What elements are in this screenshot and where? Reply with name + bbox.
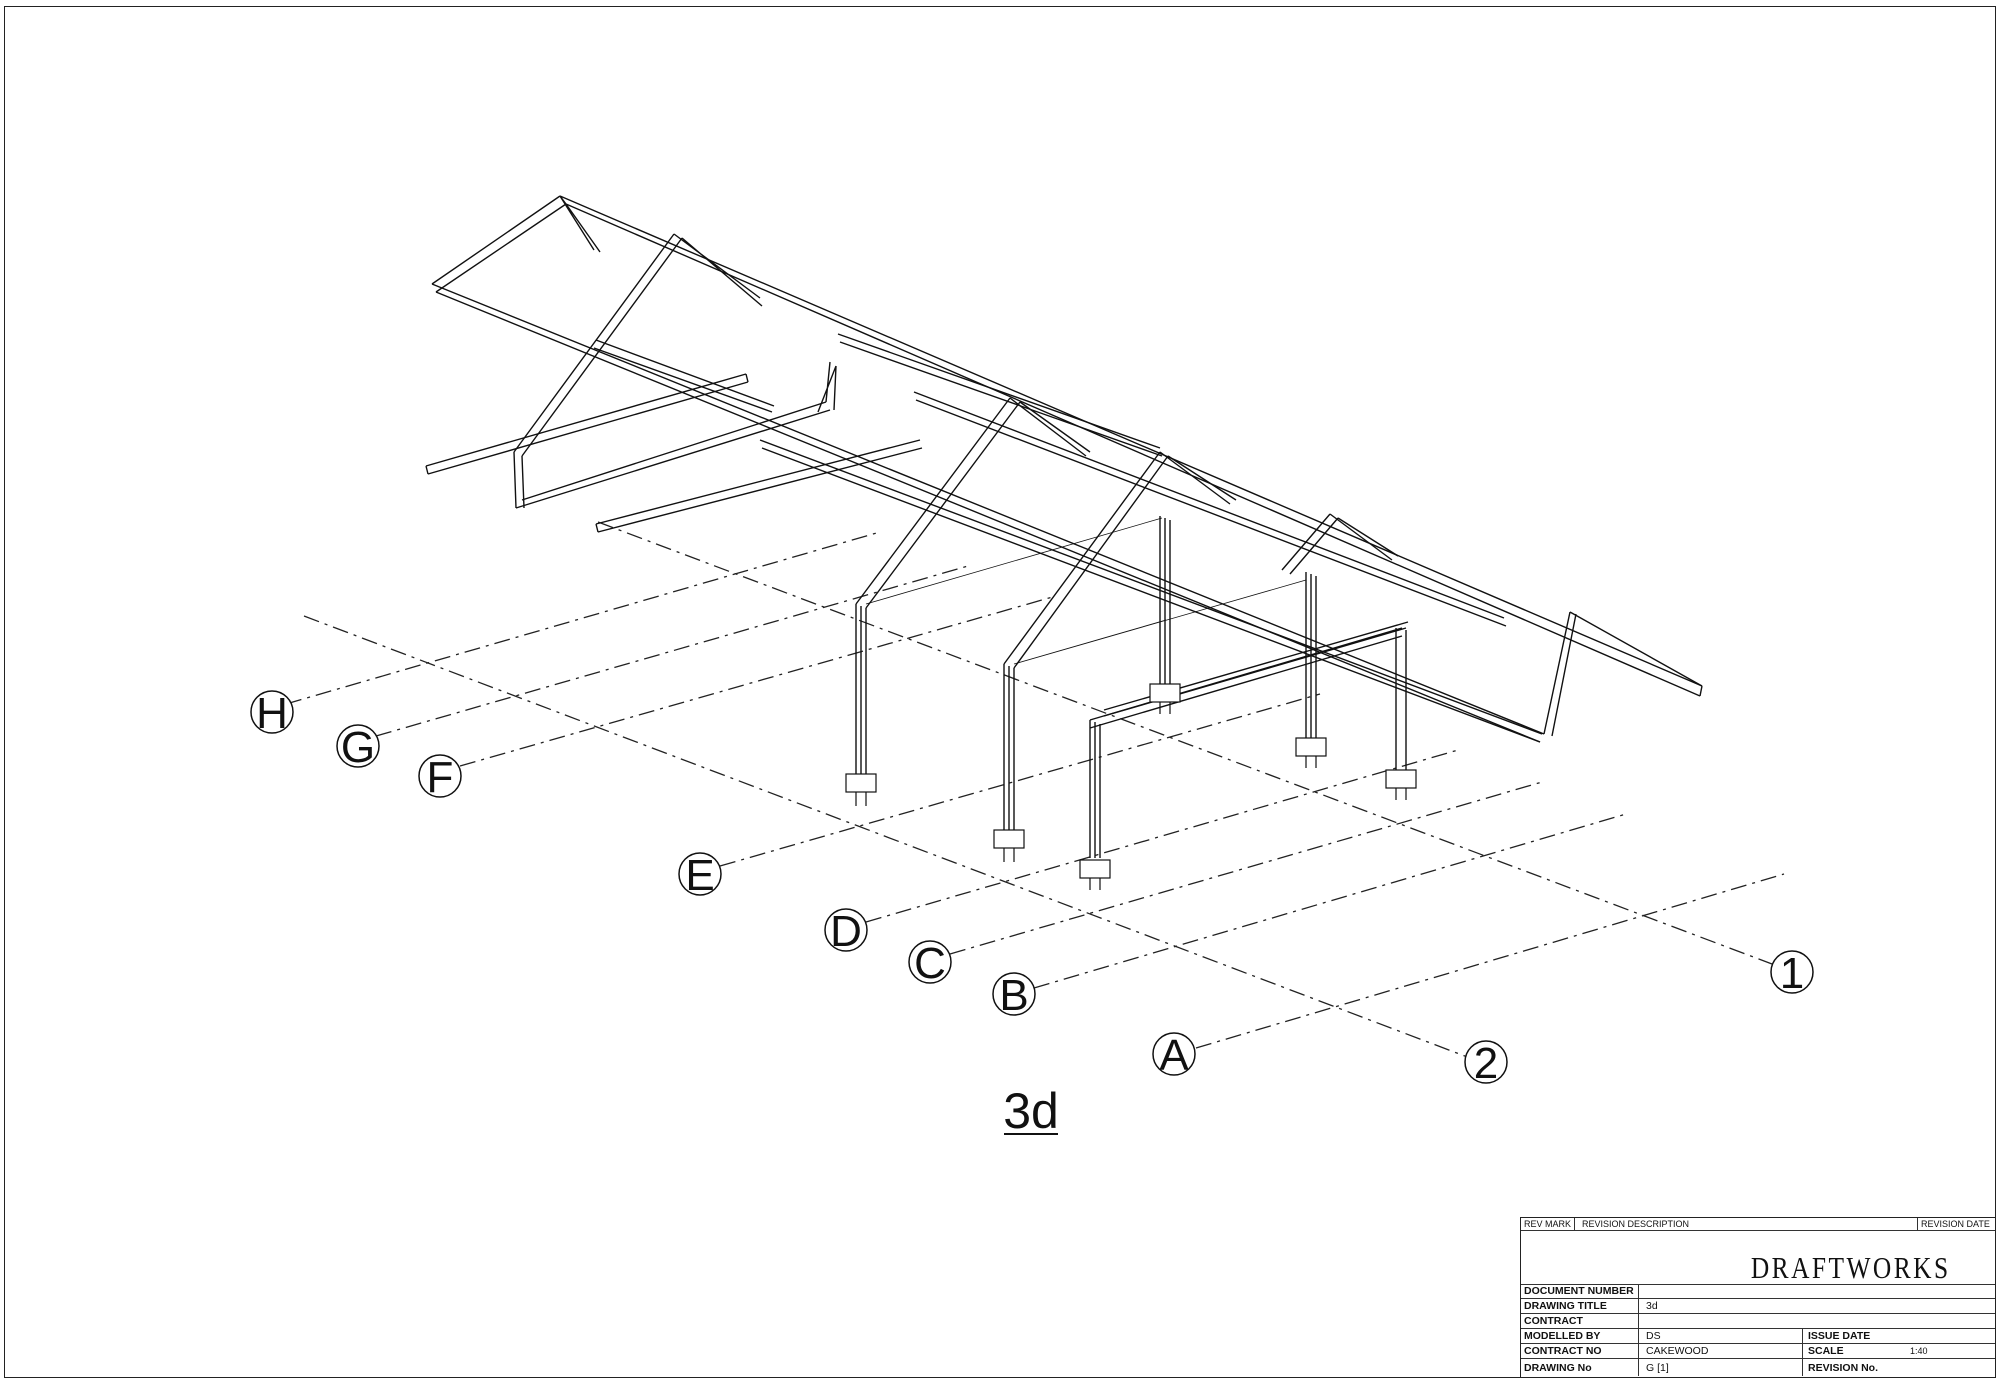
view-title: 3d <box>1003 1083 1059 1139</box>
rafter-4-brace <box>1329 513 1399 561</box>
grid-bubble-c <box>908 940 952 984</box>
grid-line-2 <box>303 615 1471 1059</box>
grid-label-a: A <box>1159 1031 1189 1080</box>
ridge-beam <box>559 195 1703 697</box>
revision-no-label: REVISION No. <box>1808 1361 1879 1374</box>
rafter-2-brace <box>1009 397 1091 457</box>
scale-value: 1:40 <box>1910 1346 1928 1356</box>
logo-divider <box>1521 1284 1995 1285</box>
base-plate-d1 <box>993 829 1025 849</box>
grid-line-g <box>375 565 969 737</box>
rafter-4 <box>1281 513 1339 575</box>
knee-frame <box>513 361 837 509</box>
grid-label-1: 1 <box>1780 949 1804 998</box>
grid-lines <box>285 521 1785 1059</box>
grid-line-c <box>949 781 1543 955</box>
eaves-lines <box>865 517 1307 665</box>
column-e2 <box>1159 516 1171 686</box>
grid-bubbles <box>250 690 1814 1084</box>
contract-label: CONTRACT <box>1521 1314 1639 1328</box>
grid-bubble-g <box>336 724 380 768</box>
revision-description-header: REVISION DESCRIPTION <box>1582 1219 1690 1229</box>
drawing-title-value: 3d <box>1646 1300 1658 1312</box>
grid-label-f: F <box>427 753 454 802</box>
rafter-1 <box>513 233 683 457</box>
column-bases <box>845 683 1417 890</box>
anchor-bolts <box>855 702 1407 890</box>
purlin-2 <box>595 439 923 533</box>
grid-label-h: H <box>256 689 288 738</box>
modelled-by-label: MODELLED BY <box>1521 1329 1639 1343</box>
revision-header-row: REV MARK REVISION DESCRIPTION REVISION D… <box>1521 1218 1995 1231</box>
grid-bubble-a <box>1152 1032 1196 1076</box>
gable-strut-left-end <box>559 195 601 253</box>
drawing-title-row: DRAWING TITLE 3d <box>1521 1299 1995 1314</box>
title-block: REV MARK REVISION DESCRIPTION REVISION D… <box>1520 1217 1996 1378</box>
contract-value <box>1643 1314 1993 1328</box>
base-plate-e2 <box>1149 683 1181 703</box>
grid-line-a <box>1195 873 1785 1049</box>
grid-line-b <box>1033 813 1627 989</box>
contract-no-row: CONTRACT NO CAKEWOOD SCALE 1:40 <box>1521 1344 1995 1359</box>
issue-date-label: ISSUE DATE <box>1808 1330 1871 1342</box>
contract-no-value: CAKEWOOD <box>1643 1344 1803 1358</box>
document-number-value <box>1643 1284 1993 1298</box>
portal-frame-front <box>1089 627 1407 858</box>
grid-bubble-2 <box>1464 1040 1508 1084</box>
base-plate-e1 <box>845 773 877 793</box>
grid-bubble-e <box>678 852 722 896</box>
gable-rafter-left-end <box>431 195 567 293</box>
column-e1 <box>855 604 867 776</box>
rev-mark-header: REV MARK <box>1521 1218 1575 1230</box>
drawing-no-row: DRAWING No G [1] REVISION No. <box>1521 1359 1995 1376</box>
grid-bubble-b <box>992 972 1036 1016</box>
grid-label-2: 2 <box>1474 1039 1498 1088</box>
grid-label-e: E <box>685 851 714 900</box>
base-plate-d2 <box>1295 737 1327 757</box>
modelled-by-row: MODELLED BY DS ISSUE DATE <box>1521 1329 1995 1344</box>
grid-bubble-h <box>250 690 294 734</box>
rafter-1-brace <box>673 233 763 307</box>
grid-label-g: G <box>341 723 375 772</box>
document-number-label: DOCUMENT NUMBER <box>1521 1284 1639 1298</box>
grid-bubble-labels: H G F E D C B A 1 2 <box>256 689 1804 1088</box>
scale-label: SCALE <box>1808 1345 1844 1357</box>
grid-bubble-f <box>418 754 462 798</box>
drawing-no-value: G [1] <box>1643 1359 1803 1376</box>
grid-line-f <box>459 595 1057 767</box>
grid-label-c: C <box>914 939 946 988</box>
eaves-rail-left <box>431 283 1545 743</box>
document-number-row: DOCUMENT NUMBER <box>1521 1284 1995 1299</box>
rafter-3 <box>1003 451 1169 669</box>
grid-bubble-d <box>824 908 868 952</box>
drawing-sheet-border <box>4 6 1996 1378</box>
drawing-no-label: DRAWING No <box>1521 1359 1639 1376</box>
purlin-top <box>913 391 1507 627</box>
company-logo: DRAFTWORKS <box>1751 1250 1951 1285</box>
gable-right-end <box>1543 611 1703 737</box>
drawing-title-label: DRAWING TITLE <box>1521 1299 1639 1313</box>
contract-row: CONTRACT <box>1521 1314 1995 1329</box>
grid-line-h <box>285 531 881 705</box>
column-d1 <box>1003 664 1015 832</box>
purlin-1 <box>425 373 749 475</box>
grid-line-1 <box>597 521 1773 965</box>
modelled-by-value: DS <box>1643 1329 1803 1343</box>
tie-beam <box>759 439 1543 743</box>
contract-no-label: CONTRACT NO <box>1521 1344 1639 1358</box>
grid-line-d <box>865 749 1459 923</box>
grid-label-b: B <box>999 971 1028 1020</box>
rafter-2 <box>855 397 1021 609</box>
grid-bubble-1 <box>1770 950 1814 994</box>
grid-line-e <box>719 693 1321 867</box>
steel-frame <box>425 195 1703 858</box>
base-plate-a2 <box>1385 769 1417 789</box>
rafter-1-tie <box>593 339 775 413</box>
base-plate-a1 <box>1079 859 1111 879</box>
rafter-3-brace <box>1159 451 1237 505</box>
grid-label-d: D <box>830 907 862 956</box>
revision-date-header: REVISION DATE <box>1917 1218 1995 1230</box>
purlin-3 <box>837 333 1163 457</box>
